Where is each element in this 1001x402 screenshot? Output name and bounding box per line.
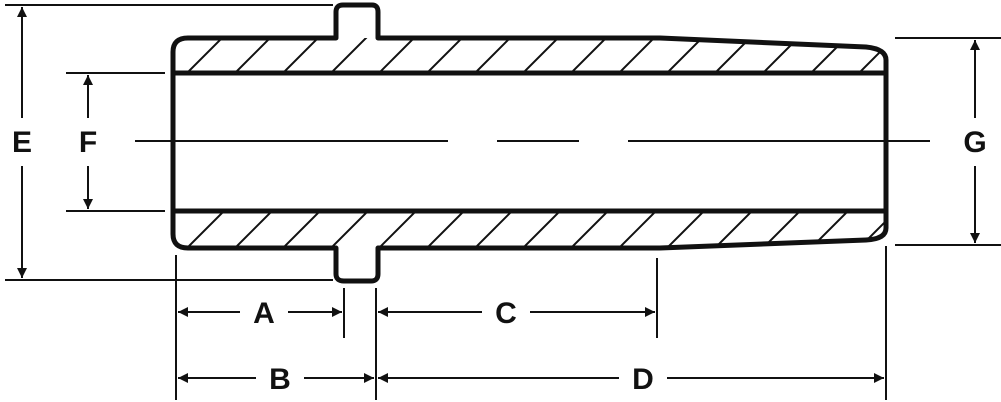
dimension-f: F bbox=[79, 75, 97, 209]
dimension-a-label: A bbox=[253, 297, 275, 330]
dimension-g: G bbox=[963, 40, 987, 243]
dimension-f-label: F bbox=[79, 126, 97, 159]
dimension-b-label: B bbox=[269, 363, 291, 396]
dimension-c-label: C bbox=[495, 297, 517, 330]
dimension-e-label: E bbox=[12, 126, 32, 159]
dimension-d: D bbox=[378, 363, 884, 396]
dimension-d-label: D bbox=[632, 363, 654, 396]
dimension-a: A bbox=[178, 297, 342, 330]
extension-lines bbox=[5, 4, 1001, 400]
guide-outer-outline bbox=[170, 2, 889, 284]
dimension-e: E bbox=[12, 7, 32, 278]
dimension-c: C bbox=[378, 297, 655, 330]
dimension-g-label: G bbox=[963, 126, 986, 159]
dimension-b: B bbox=[178, 363, 374, 396]
